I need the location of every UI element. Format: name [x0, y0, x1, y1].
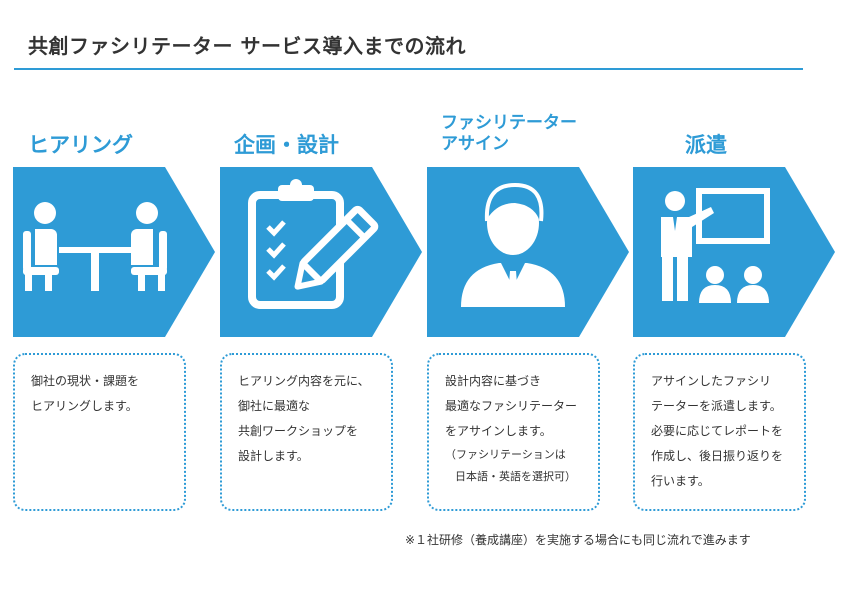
- step-4-description: アサインしたファシリ テーターを派遣します。 必要に応じてレポートを 作成し、後…: [633, 353, 806, 511]
- person-icon: [461, 182, 565, 307]
- step-1-chevron: [13, 167, 215, 337]
- step-2-desc-line: ヒアリング内容を元に、: [238, 374, 370, 388]
- step-2-chevron: [220, 167, 422, 337]
- step-1-title: ヒアリング: [28, 133, 133, 157]
- step-3-desc-line: 設計内容に基づき: [445, 374, 542, 388]
- step-2-desc-line: 設計します。: [238, 449, 309, 463]
- step-3-description: 設計内容に基づき 最適なファシリテーター をアサインします。 （ファシリテーショ…: [427, 353, 600, 511]
- step-1-desc-line: ヒアリングします。: [31, 399, 138, 413]
- step-2-title: 企画・設計: [234, 133, 339, 157]
- step-4-desc-line: 作成し、後日振り返りを: [651, 449, 784, 463]
- step-3-desc-line: をアサインします。: [445, 424, 552, 438]
- checklist-pencil-icon: [248, 179, 379, 309]
- step-1-desc-line: 御社の現状・課題を: [31, 374, 140, 388]
- step-3-chevron: [427, 167, 629, 337]
- step-3-note-line: （ファシリテーションは: [445, 448, 566, 461]
- step-3-desc-line: 最適なファシリテーター: [445, 399, 578, 413]
- step-3-title-line: ファシリテーター: [441, 113, 577, 133]
- step-3-title: ファシリテーター アサイン: [441, 113, 577, 155]
- step-3-title-line: アサイン: [441, 134, 509, 154]
- step-2-description: ヒアリング内容を元に、 御社に最適な 共創ワークショップを 設計します。: [220, 353, 393, 511]
- step-4-chevron: [633, 167, 835, 337]
- meeting-icon: [23, 202, 167, 291]
- step-4-desc-line: テーターを派遣します。: [651, 399, 782, 413]
- step-4-desc-line: 行います。: [651, 474, 710, 488]
- step-4-desc-line: アサインしたファシリ: [651, 374, 772, 388]
- step-2-desc-line: 御社に最適な: [238, 399, 311, 413]
- presenter-icon: [661, 188, 770, 303]
- page-title: 共創ファシリテーター サービス導入までの流れ: [28, 34, 466, 58]
- footnote: ※１社研修（養成講座）を実施する場合にも同じ流れで進みます: [405, 533, 751, 547]
- step-3-note-line: 日本語・英語を選択可）: [455, 470, 576, 483]
- step-1-description: 御社の現状・課題を ヒアリングします。: [13, 353, 186, 511]
- step-2-desc-line: 共創ワークショップを: [238, 424, 359, 438]
- step-4-desc-line: 必要に応じてレポートを: [651, 424, 784, 438]
- title-divider: [14, 68, 803, 70]
- step-4-title: 派遣: [685, 133, 727, 157]
